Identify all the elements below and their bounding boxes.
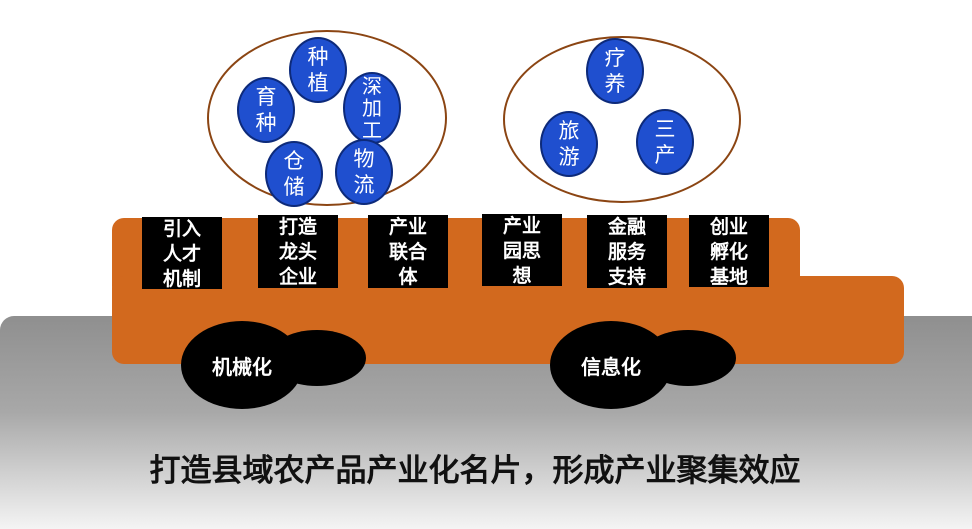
left-cluster-oval [207,30,447,206]
node-breeding: 育 种 [237,77,295,143]
box-industry-alliance: 产业 联合 体 [368,215,448,288]
right-cluster-oval [503,36,741,203]
node-tertiary-industry: 三 产 [636,109,694,175]
node-deep-processing: 深 加 工 [343,72,401,144]
wheel-informatization: 信息化 [550,321,672,409]
node-recuperation: 疗 养 [586,38,644,104]
box-leading-enterprise: 打造 龙头 企业 [258,215,338,288]
node-storage: 仓 储 [265,141,323,207]
node-tourism: 旅 游 [540,111,598,177]
box-financial-support: 金融 服务 支持 [587,215,667,288]
box-industrial-park: 产业 园思 想 [482,214,562,287]
node-planting: 种 植 [289,37,347,103]
wheel-mechanization: 机械化 [181,321,303,409]
node-logistics: 物 流 [335,139,393,205]
box-startup-incubator: 创业 孵化 基地 [689,215,769,288]
box-talent-mechanism: 引入 人才 机制 [142,217,222,290]
slogan-text: 打造县域农产品产业化名片，形成产业聚集效应 [149,453,801,489]
